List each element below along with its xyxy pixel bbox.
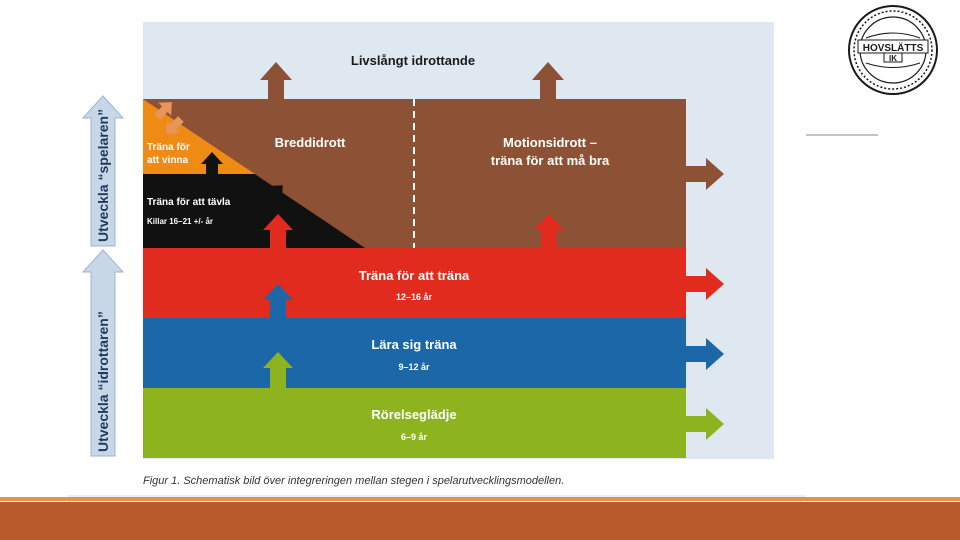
vinna-triangle bbox=[143, 99, 255, 174]
level-ages-blue: 9–12 år bbox=[398, 362, 430, 372]
up-arrow-bredd bbox=[260, 62, 292, 100]
bredd-label: Breddidrott bbox=[275, 135, 346, 150]
diagonal-arrow-tavla bbox=[260, 185, 283, 208]
right-arrow-green bbox=[686, 408, 724, 440]
right-arrow-red bbox=[686, 268, 724, 300]
level-title-red: Träna för att träna bbox=[359, 268, 470, 283]
right-arrow-brown bbox=[686, 158, 724, 190]
side-label-lower: Utveckla “idrottaren” bbox=[95, 311, 111, 452]
footer-accent-line bbox=[0, 497, 960, 501]
vinna-line1: Träna för bbox=[147, 142, 190, 153]
tavla-title: Träna för att tävla bbox=[147, 197, 231, 208]
up-arrow-black-to-orange bbox=[201, 152, 223, 174]
level-ages-green: 6–9 år bbox=[401, 432, 428, 442]
level-title-green: Rörelseglädje bbox=[371, 407, 456, 422]
diagonal-arrow-vinna bbox=[154, 102, 172, 120]
vinna-line2: att vinna bbox=[147, 155, 189, 166]
motion-label-line2: träna för att må bra bbox=[491, 153, 610, 168]
side-arrow-upper bbox=[81, 95, 125, 247]
up-arrow-blue-to-red bbox=[263, 284, 293, 318]
club-logo: HOVSLÄTTS IK bbox=[848, 5, 938, 95]
side-arrow-lower bbox=[81, 249, 125, 457]
figure-caption: Figur 1. Schematisk bild över integrerin… bbox=[143, 475, 564, 487]
level-band-green bbox=[143, 388, 686, 458]
motion-label-line1: Motionsidrott – bbox=[503, 135, 597, 150]
side-label-upper: Utveckla “spelaren” bbox=[95, 109, 111, 242]
footer-bar bbox=[0, 502, 960, 540]
right-arrow-blue bbox=[686, 338, 724, 370]
up-arrow-red-to-motion bbox=[534, 214, 564, 248]
level-band-blue bbox=[143, 318, 686, 388]
up-arrow-motion bbox=[532, 62, 564, 100]
level-band-red bbox=[143, 248, 686, 318]
top-label: Livslångt idrottande bbox=[351, 53, 475, 68]
up-arrow-green-to-blue bbox=[263, 352, 293, 388]
logo-text-line1: HOVSLÄTTS bbox=[863, 41, 924, 54]
level-title-blue: Lära sig träna bbox=[371, 337, 457, 352]
up-arrow-red-to-bredd bbox=[263, 214, 293, 248]
tavla-ages: Killar 16–21 +/- år bbox=[147, 217, 213, 226]
level-ages-red: 12–16 år bbox=[396, 292, 433, 302]
logo-text-line2: IK bbox=[889, 54, 897, 63]
diagonal-arrow-vinna-down bbox=[166, 116, 184, 134]
